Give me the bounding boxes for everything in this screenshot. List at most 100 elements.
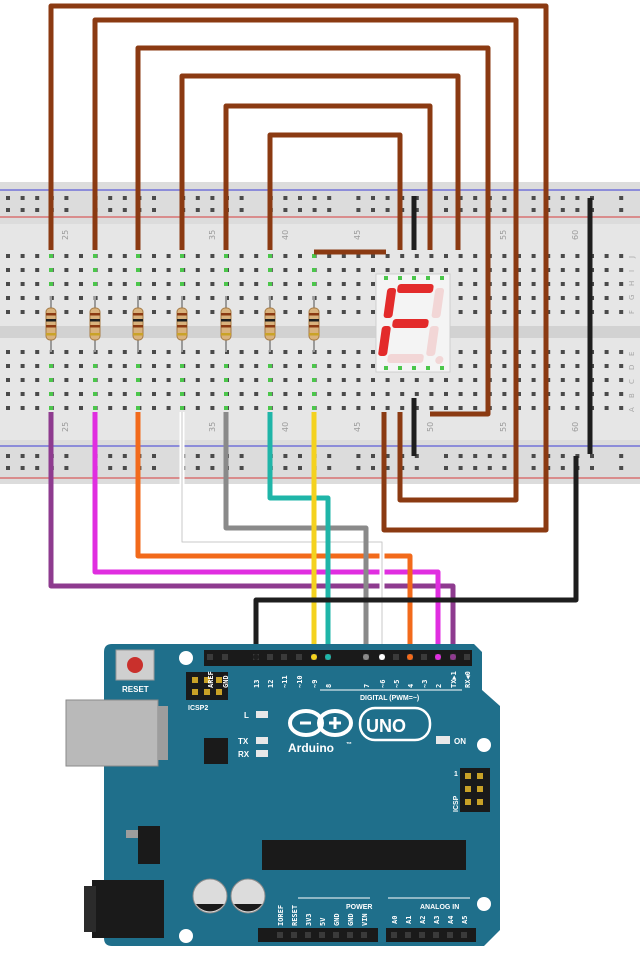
usb-connector xyxy=(65,699,159,767)
breadboard-hole xyxy=(239,310,244,314)
icsp2-label: ICSP2 xyxy=(188,705,208,712)
breadboard-hole xyxy=(590,454,594,458)
power-pin xyxy=(319,932,325,938)
connected-hole xyxy=(49,364,53,368)
breadboard-hole xyxy=(560,392,565,396)
breadboard-hole xyxy=(458,406,463,410)
digital-pin-label: ~10 xyxy=(296,675,304,688)
breadboard-hole xyxy=(195,196,200,200)
col-label-35-bottom: 35 xyxy=(208,422,217,432)
segment-b xyxy=(431,288,445,318)
atmega-chip xyxy=(262,840,466,870)
row-label-i: I xyxy=(628,270,636,272)
breadboard-hole xyxy=(444,392,448,396)
mounting-hole xyxy=(477,738,491,752)
connected-hole xyxy=(312,282,316,286)
breadboard-hole xyxy=(210,254,215,258)
segment-f xyxy=(383,288,397,318)
breadboard-hole xyxy=(604,378,609,382)
breadboard-hole xyxy=(122,296,127,300)
reset-button-cap[interactable] xyxy=(127,657,143,673)
row-label-h: H xyxy=(628,281,636,286)
resistor-band xyxy=(265,313,275,316)
breadboard-hole xyxy=(283,282,288,286)
connected-hole xyxy=(224,364,228,368)
power-pin xyxy=(361,932,367,938)
breadboard-hole xyxy=(327,282,332,286)
connected-hole xyxy=(49,392,53,396)
connected-hole xyxy=(180,254,184,258)
breadboard-hole xyxy=(473,282,478,286)
breadboard-hole xyxy=(64,392,69,396)
display-pin xyxy=(398,366,402,370)
connected-hole xyxy=(49,406,53,410)
breadboard-hole xyxy=(487,466,492,470)
header-pin-markers xyxy=(253,654,456,660)
breadboard-hole xyxy=(254,364,259,368)
usb-connector-flange xyxy=(158,706,168,760)
breadboard-hole xyxy=(283,296,288,300)
breadboard-hole xyxy=(298,196,302,200)
breadboard-hole xyxy=(283,364,288,368)
breadboard-hole xyxy=(79,364,83,368)
breadboard-hole xyxy=(254,406,259,410)
breadboard-hole xyxy=(20,208,25,212)
breadboard-hole xyxy=(619,296,624,300)
resistor-band xyxy=(309,319,319,322)
breadboard-hole xyxy=(64,268,69,272)
led-l xyxy=(256,711,268,718)
breadboard-hole xyxy=(356,196,361,200)
connected-hole xyxy=(224,282,228,286)
arduino-trademark: ™ xyxy=(346,741,352,748)
resistor xyxy=(264,307,276,341)
digital-pin xyxy=(281,654,287,660)
breadboard-hole xyxy=(35,208,40,212)
digital-pin-label: 12 xyxy=(267,680,275,688)
breadboard-hole xyxy=(108,364,113,368)
breadboard-hole xyxy=(312,196,317,200)
icsp-label: ICSP xyxy=(453,795,460,812)
header-pin xyxy=(204,677,210,683)
breadboard-hole xyxy=(473,392,478,396)
power-pin xyxy=(277,932,283,938)
arduino-logo-text: Arduino xyxy=(288,741,334,755)
breadboard-hole xyxy=(575,296,580,300)
analog-pin xyxy=(433,932,439,938)
col-label-40-top: 40 xyxy=(281,230,290,240)
resistor-band xyxy=(90,319,100,322)
breadboard-hole xyxy=(385,466,390,470)
breadboard-hole xyxy=(20,378,25,382)
breadboard-hole xyxy=(166,310,171,314)
connected-hole xyxy=(93,268,97,272)
breadboard-hole xyxy=(502,364,507,368)
breadboard-hole xyxy=(619,406,624,410)
breadboard-hole xyxy=(108,282,113,286)
breadboard-hole xyxy=(531,364,536,368)
breadboard-hole xyxy=(458,254,463,258)
breadboard-hole xyxy=(298,268,302,272)
breadboard-hole xyxy=(239,196,244,200)
breadboard-hole xyxy=(356,254,361,258)
breadboard-hole xyxy=(502,466,507,470)
breadboard-hole xyxy=(64,254,69,258)
breadboard-hole xyxy=(35,406,40,410)
breadboard-hole xyxy=(531,196,536,200)
breadboard-hole xyxy=(487,454,492,458)
breadboard-hole xyxy=(108,208,113,212)
led-tx-label: TX xyxy=(238,737,249,746)
connected-hole xyxy=(312,392,316,396)
col-label-45-bottom: 45 xyxy=(353,422,362,432)
digital-label: DIGITAL (PWM=~) xyxy=(360,695,419,702)
row-label-c: C xyxy=(628,379,636,384)
breadboard-hole xyxy=(414,268,419,272)
breadboard-hole xyxy=(298,454,302,458)
segment-e xyxy=(378,326,391,356)
breadboard-hole xyxy=(619,282,624,286)
breadboard-hole xyxy=(414,454,419,458)
segment-dp xyxy=(435,356,444,364)
breadboard-hole xyxy=(575,350,580,354)
breadboard-hole xyxy=(166,406,171,410)
digital-pin-label: AREF xyxy=(207,671,215,688)
digital-pin-label: 2 xyxy=(435,684,443,688)
breadboard-hole xyxy=(531,454,536,458)
